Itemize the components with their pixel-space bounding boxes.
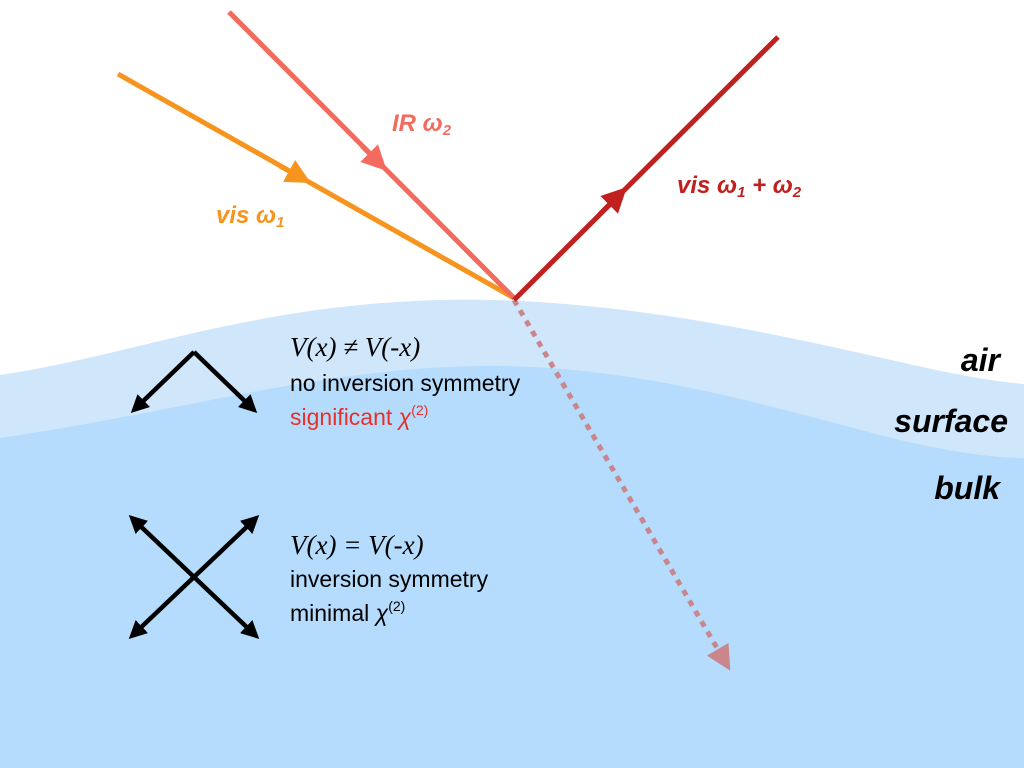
sfg-beam (512, 35, 780, 302)
vis-beam-label: vis ω1 (216, 202, 285, 231)
bulk-label: bulk (934, 470, 1000, 506)
symmetric-potential-icon (128, 515, 260, 639)
ir-beam-arrowhead (360, 144, 387, 171)
transmitted-beam (511, 298, 731, 671)
surface-symmetry-text: no inversion symmetry (290, 370, 521, 396)
bulk-symmetry-text: inversion symmetry (290, 566, 489, 592)
surface-equation: V(x) ≠ V(-x) (290, 332, 421, 362)
asymmetric-potential-icon (130, 350, 258, 414)
bulk-chi-text: minimal χ(2) (290, 598, 406, 626)
vis-beam-arrowhead (278, 160, 311, 184)
bulk-layer (0, 365, 1024, 768)
surface-label: surface (894, 403, 1008, 439)
ir-beam-label: IR ω2 (392, 110, 452, 139)
sfg-beam-label: vis ω1 + ω2 (677, 172, 802, 201)
bulk-equation: V(x) = V(-x) (290, 530, 424, 560)
vis-beam (116, 71, 516, 301)
sfg-beam-arrowhead (598, 187, 627, 216)
surface-chi-text: significant χ(2) (290, 402, 429, 430)
air-label: air (960, 342, 1000, 378)
